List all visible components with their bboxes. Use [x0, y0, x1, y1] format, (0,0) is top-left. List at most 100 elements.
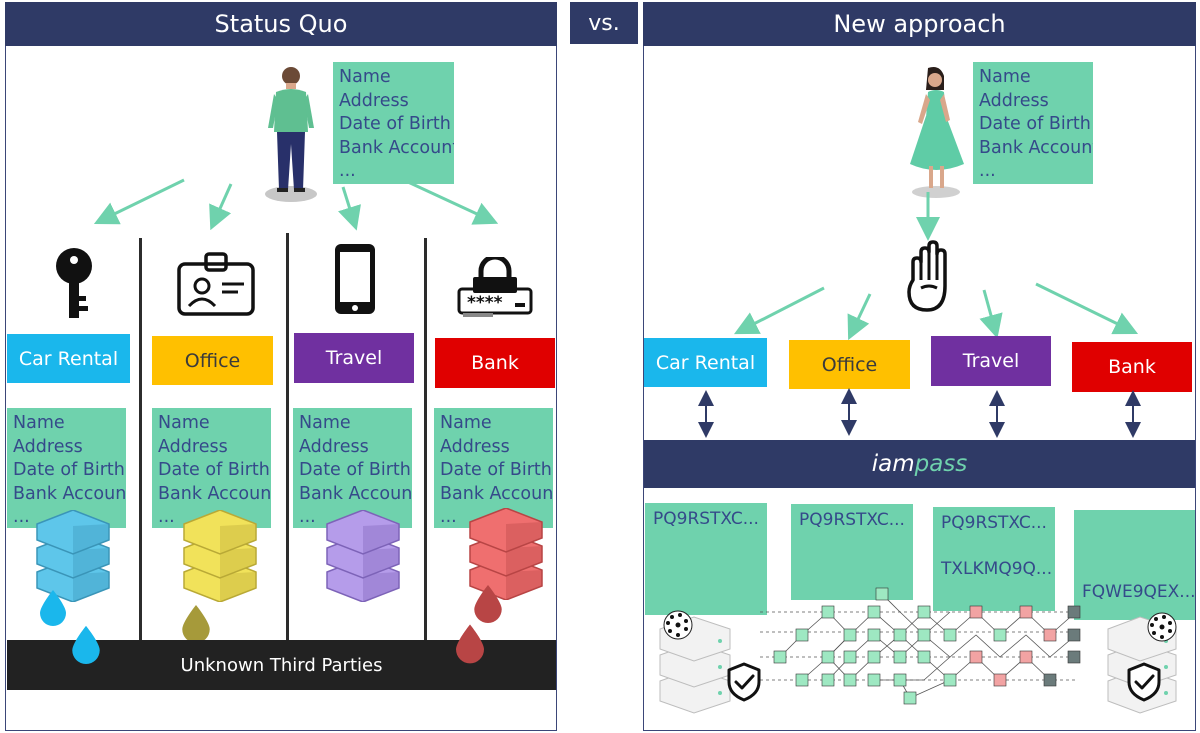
drop-icon	[182, 605, 210, 643]
status-quo-header: Status Quo	[5, 2, 557, 46]
svg-text:****: ****	[467, 293, 503, 313]
label-bank: Bank	[435, 338, 555, 388]
label-text: Travel	[325, 347, 383, 369]
password-lock-icon: ****	[457, 257, 533, 317]
arrow-to-office	[209, 183, 233, 231]
label-office: Office	[789, 340, 910, 389]
arrow-to-car-rental	[733, 286, 825, 335]
server-icon	[326, 510, 400, 602]
distribution-arrows	[93, 178, 499, 231]
card-line: Bank Account	[158, 483, 271, 504]
hash-line: TXLKMQ9Q...	[941, 559, 1053, 579]
person-card-line: ...	[979, 161, 996, 181]
label-text: Bank	[471, 352, 519, 374]
person-card-line: Name	[339, 67, 391, 87]
label-text: Travel	[962, 350, 1020, 372]
arrow-to-bank	[1035, 282, 1139, 335]
raised-hand-icon	[907, 240, 947, 312]
column-divider	[424, 238, 427, 640]
card-line: Bank Account	[440, 483, 553, 504]
car-rental-data-card: Name Address Date of Birth Bank Account …	[7, 408, 126, 528]
label-car-rental: Car Rental	[644, 338, 767, 387]
distribution-arrows	[733, 192, 1139, 340]
card-line: Name	[440, 413, 492, 433]
hash-line: PQ9RSTXC...	[799, 510, 905, 530]
iampass-suffix: pass	[914, 451, 968, 477]
person-card-line: ...	[339, 161, 356, 181]
hash-line: PQ9RSTXC...	[653, 509, 759, 529]
smartphone-icon	[335, 244, 375, 314]
vs-label: vs.	[588, 10, 620, 36]
hash-line: FQWE9QEX...	[1082, 582, 1196, 602]
drop-icon	[456, 624, 484, 664]
card-line: ...	[299, 507, 316, 527]
travel-data-card: Name Address Date of Birth Bank Account …	[293, 408, 412, 528]
card-line: Date of Birth	[158, 460, 270, 480]
card-line: Name	[158, 413, 210, 433]
shield-check-icon	[1127, 662, 1161, 702]
person-data-card: Name Address Date of Birth Bank Account …	[973, 62, 1093, 184]
card-line: Name	[299, 413, 351, 433]
arrow-to-office	[847, 293, 872, 340]
arrow-to-travel	[338, 186, 361, 231]
card-line: Address	[440, 436, 510, 457]
new-approach-header: New approach	[643, 2, 1196, 46]
card-line: Bank Account	[299, 483, 412, 504]
card-line: Name	[13, 413, 65, 433]
person-card-line: Name	[979, 67, 1031, 87]
person-male-icon	[265, 67, 317, 202]
person-card-line: Address	[979, 90, 1049, 111]
hash-block: FQWE9QEX...	[1074, 510, 1196, 620]
card-line: ...	[13, 507, 30, 527]
status-quo-title: Status Quo	[214, 10, 348, 38]
card-line: Date of Birth	[13, 460, 125, 480]
person-card-line: Address	[339, 90, 409, 111]
server-icon	[469, 508, 543, 600]
hash-block: PQ9RSTXC... TXLKMQ9Q...	[933, 507, 1055, 611]
bottom-bar-label: Unknown Third Parties	[180, 654, 383, 676]
label-text: Car Rental	[655, 351, 756, 374]
label-text: Office	[821, 353, 878, 376]
person-data-card: Name Address Date of Birth Bank Account …	[333, 62, 454, 184]
id-badge-icon	[177, 252, 255, 316]
card-line: Date of Birth	[299, 460, 411, 480]
hash-line: PQ9RSTXC...	[941, 513, 1047, 533]
column-divider	[286, 233, 289, 640]
label-travel: Travel	[931, 336, 1051, 386]
hash-block: PQ9RSTXC...	[791, 504, 913, 600]
server-icon	[36, 510, 110, 602]
shield-check-icon	[727, 662, 761, 702]
label-office: Office	[152, 336, 273, 385]
tangle-network-icon	[760, 587, 1081, 705]
vs-badge: vs.	[570, 2, 638, 44]
arrow-to-bank	[407, 180, 499, 225]
card-line: Bank Account	[13, 483, 126, 504]
drop-icon	[40, 590, 66, 626]
server-icon	[183, 510, 257, 602]
label-bank: Bank	[1072, 342, 1192, 392]
bank-data-card: Name Address Date of Birth Bank Account …	[434, 408, 553, 528]
office-data-card: Name Address Date of Birth Bank Account …	[152, 408, 271, 528]
card-line: ...	[158, 507, 175, 527]
person-female-icon	[910, 67, 964, 198]
drop-icon	[474, 585, 502, 623]
card-line: Address	[158, 436, 228, 457]
card-line: Date of Birth	[440, 460, 552, 480]
label-car-rental: Car Rental	[7, 334, 130, 383]
label-travel: Travel	[294, 333, 414, 383]
card-line: ...	[440, 507, 457, 527]
bidirectional-arrows	[698, 388, 1141, 438]
person-card-line: Bank Account	[979, 137, 1093, 158]
iampass-prefix: iam	[871, 451, 915, 477]
hash-block: PQ9RSTXC...	[645, 503, 767, 615]
drop-icon	[72, 626, 100, 664]
card-line: Address	[13, 436, 83, 457]
server-icon	[659, 610, 731, 714]
label-text: Bank	[1108, 356, 1156, 378]
key-icon	[56, 248, 92, 318]
person-card-line: Date of Birth	[979, 114, 1091, 134]
column-divider	[139, 238, 142, 640]
arrow-to-car-rental	[93, 178, 185, 225]
card-line: Address	[299, 436, 369, 457]
